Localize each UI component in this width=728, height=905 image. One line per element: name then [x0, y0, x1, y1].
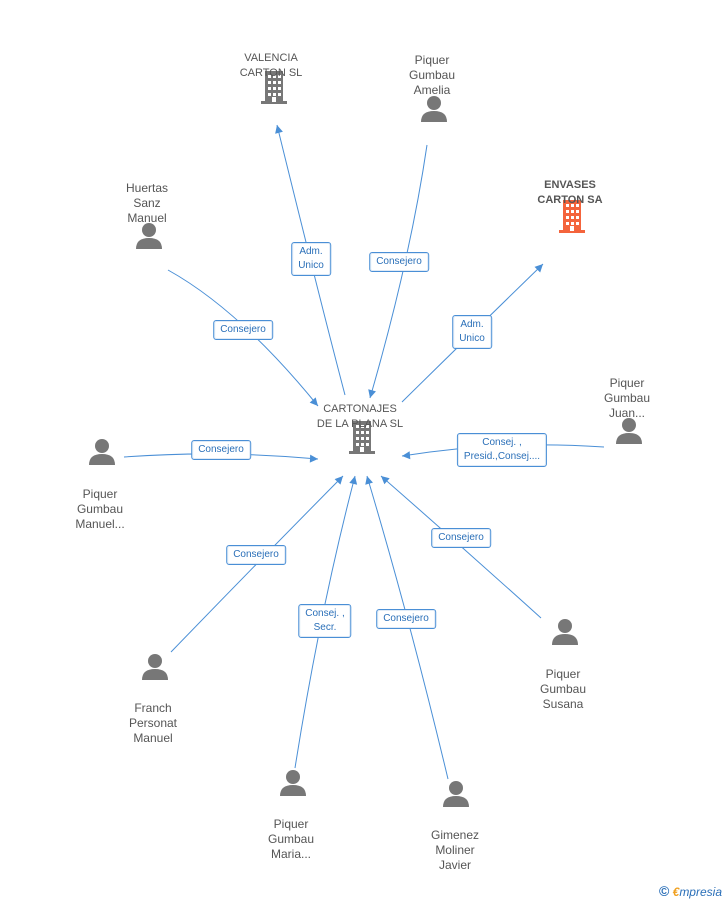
arrowhead-icon — [349, 476, 358, 485]
edge-label-line: Consejero — [438, 532, 484, 543]
node-label-line: Manuel — [127, 211, 167, 225]
person-icon[interactable] — [614, 416, 644, 451]
node-label-line: CARTONAJES — [323, 403, 397, 415]
arrowhead-icon — [309, 454, 318, 463]
edge-label-line: Consejero — [383, 613, 429, 624]
edge-label-line: Adm. — [460, 319, 484, 330]
arrowhead-icon — [334, 476, 343, 485]
edge-label-line: Secr. — [313, 622, 337, 633]
node-label-line: DE LA PLANA SL — [316, 418, 404, 430]
person-icon[interactable] — [419, 94, 449, 129]
arrowhead-icon — [534, 264, 543, 273]
arrowhead-icon — [309, 397, 318, 406]
edge-label-center-valencia[interactable]: Adm. Unico — [291, 242, 331, 276]
building-icon[interactable] — [557, 198, 587, 239]
footer-brand[interactable]: © €mpresia — [659, 883, 722, 899]
node-label-line: Piquer — [82, 487, 118, 501]
edge-label-line: Consejero — [220, 324, 266, 335]
edge-label-line: Unico — [459, 333, 485, 344]
node-label-line: Gumbau — [76, 502, 124, 516]
node-label-line: VALENCIA — [244, 52, 298, 64]
node-label-line: Piquer — [545, 667, 581, 681]
edge-label-franch-center[interactable]: Consejero — [226, 545, 286, 565]
brand-logo-letter: € — [672, 885, 680, 899]
edge-label-line: Consejero — [233, 549, 279, 560]
person-icon[interactable] — [140, 652, 170, 687]
node-label-line: Gumbau — [603, 391, 651, 405]
edge-label-center-envases[interactable]: Adm. Unico — [452, 315, 492, 349]
node-label-envases[interactable]: ENVASES CARTON SA — [537, 178, 602, 208]
edge-label-susana-center[interactable]: Consejero — [431, 528, 491, 548]
edge-label-line: Consej. , — [482, 437, 522, 448]
node-label-line: Franch — [134, 701, 172, 715]
edge-center-valencia — [276, 124, 346, 396]
node-label-line: Gimenez — [430, 828, 480, 842]
arrowhead-icon — [381, 476, 390, 485]
person-icon[interactable] — [441, 779, 471, 814]
edge-label-maria-center[interactable]: Consej. , Secr. — [298, 604, 352, 638]
arrowhead-icon — [365, 476, 373, 485]
arrowhead-icon — [368, 389, 376, 398]
edge-label-line: Unico — [298, 260, 324, 271]
node-label-line: Maria... — [270, 847, 311, 861]
node-label-line: Gumbau — [267, 832, 315, 846]
node-label-line: Manuel... — [75, 517, 125, 531]
node-label-line: Piquer — [414, 53, 450, 67]
edge-label-manuel-center[interactable]: Consejero — [191, 440, 251, 460]
node-label-line: ENVASES — [544, 179, 596, 191]
node-label-line: Moliner — [435, 843, 475, 857]
node-label-line: Piquer — [609, 376, 645, 390]
node-label-line: Sanz — [133, 196, 161, 210]
edge-label-huertas-center[interactable]: Consejero — [213, 320, 273, 340]
person-icon[interactable] — [550, 617, 580, 652]
node-label-center[interactable]: CARTONAJES DE LA PLANA SL — [317, 402, 403, 432]
person-icon[interactable] — [134, 221, 164, 256]
edge-label-line: Adm. — [299, 246, 323, 257]
node-label-line: Personat — [128, 716, 178, 730]
person-icon[interactable] — [278, 768, 308, 803]
edge-label-juan-center[interactable]: Consej. , Presid.,Consej.... — [456, 433, 548, 467]
node-label-line: CARTON SA — [537, 194, 603, 206]
node-label-line: Piquer — [273, 817, 309, 831]
copyright-symbol: © — [658, 883, 670, 899]
node-label-line: Amelia — [413, 83, 451, 97]
node-label-valencia[interactable]: VALENCIA CARTON SL — [240, 51, 303, 81]
arrowhead-icon — [275, 125, 283, 134]
node-label-line: Susana — [542, 697, 584, 711]
arrowhead-icon — [402, 451, 411, 460]
edge-label-line: Consej. , — [305, 608, 345, 619]
person-icon[interactable] — [87, 437, 117, 472]
building-icon[interactable] — [347, 419, 377, 460]
node-label-line: Huertas — [125, 181, 169, 195]
edge-label-line: Consejero — [198, 444, 244, 455]
node-label-line: CARTON SL — [239, 67, 303, 79]
edge-label-line: Presid.,Consej.... — [463, 451, 541, 462]
building-icon[interactable] — [259, 69, 289, 110]
brand-name: mpresia — [679, 885, 722, 899]
node-label-line: Javier — [438, 858, 471, 872]
edge-label-amelia-center[interactable]: Consejero — [369, 252, 429, 272]
node-label-line: Juan... — [608, 406, 646, 420]
node-label-line: Manuel — [133, 731, 173, 745]
edge-label-gimenez-center[interactable]: Consejero — [376, 609, 436, 629]
node-label-line: Gumbau — [539, 682, 587, 696]
node-label-line: Gumbau — [408, 68, 456, 82]
edge-label-line: Consejero — [376, 256, 422, 267]
